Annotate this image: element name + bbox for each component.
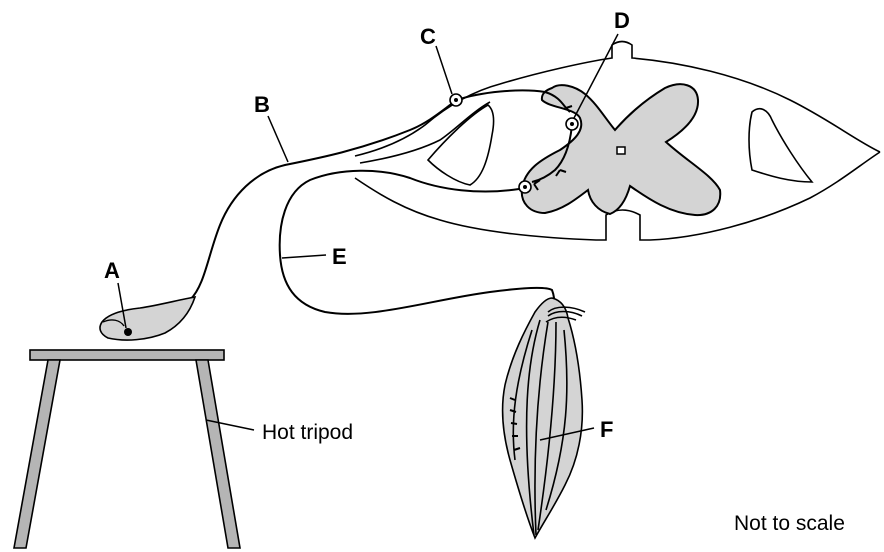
pointer-c [436,46,452,94]
label-hot-tripod: Hot tripod [262,421,353,444]
scale-note: Not to scale [734,512,845,535]
pointer-e [282,255,326,258]
label-d: D [614,8,630,33]
hot-tripod [14,350,240,548]
spinal-cord-section [355,42,880,241]
finger [100,297,195,340]
label-f: F [600,417,613,442]
label-e: E [332,244,347,269]
receptor-dot [124,328,132,336]
label-a: A [104,258,120,283]
label-b: B [254,92,270,117]
motor-neurone [280,171,555,330]
pointer-b [268,116,288,162]
muscle [503,298,585,538]
sensory-neurone [128,90,566,332]
label-c: C [420,24,436,49]
